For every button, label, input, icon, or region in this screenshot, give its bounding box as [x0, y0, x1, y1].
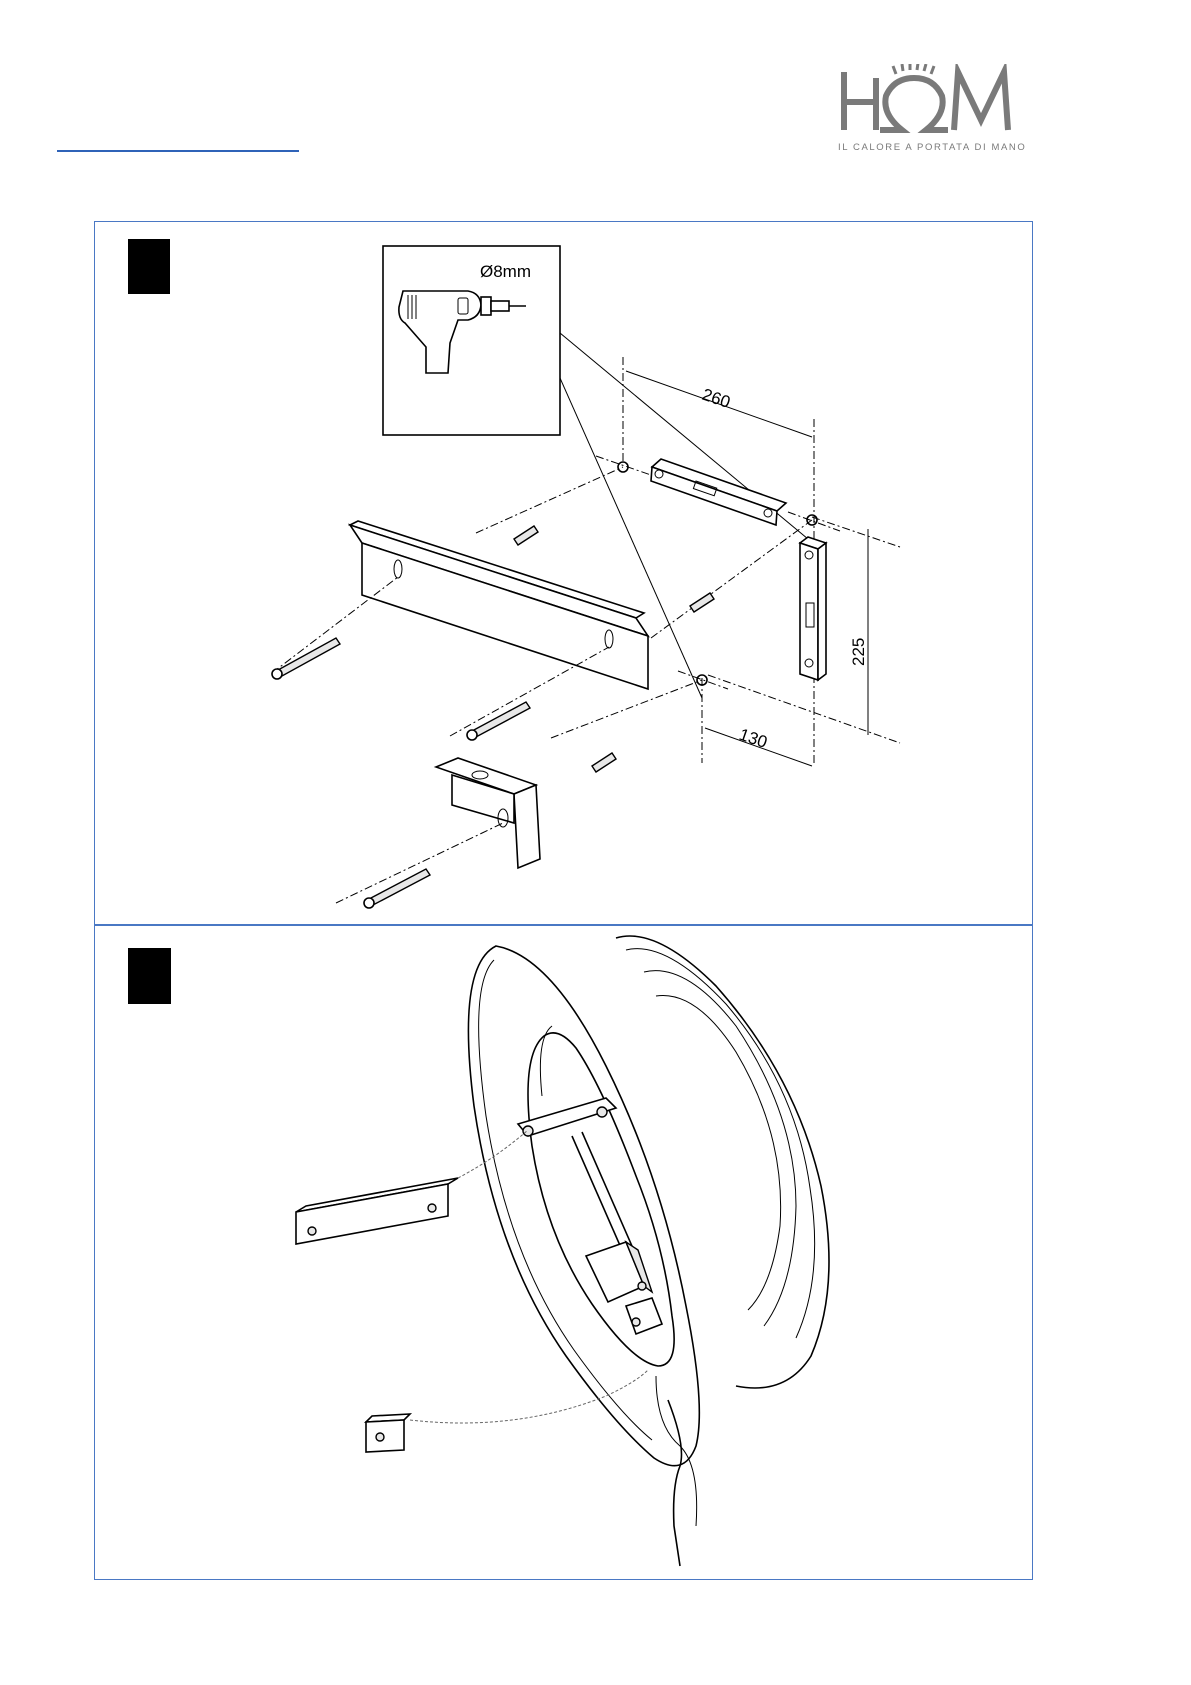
header-rule [57, 150, 299, 152]
brand-logo: IL CALORE A PORTATA DI MANO [836, 64, 1031, 156]
step-2-illustration [96, 926, 1031, 1578]
spirit-level-vertical-icon [800, 537, 826, 680]
dimension-225: 225 [849, 638, 868, 666]
small-bracket-detached-icon [366, 1370, 648, 1452]
dimension-lines: 260 225 130 [623, 357, 900, 766]
drill-bit-size-label: Ø8mm [480, 262, 531, 281]
fixing-axes [272, 467, 812, 903]
spirit-level-horizontal-icon [651, 459, 786, 525]
dimension-260: 260 [700, 385, 733, 412]
wall-bracket-small-icon [436, 758, 540, 868]
step-1-illustration: Ø8mm 260 225 [96, 223, 1031, 923]
wall-bracket-long-icon [350, 521, 648, 689]
logo-tagline: IL CALORE A PORTATA DI MANO [838, 142, 1026, 153]
drill-icon [399, 291, 526, 373]
long-bracket-detached-icon [296, 1130, 528, 1244]
hose-reel-icon [468, 936, 829, 1566]
dimension-130: 130 [737, 725, 770, 752]
